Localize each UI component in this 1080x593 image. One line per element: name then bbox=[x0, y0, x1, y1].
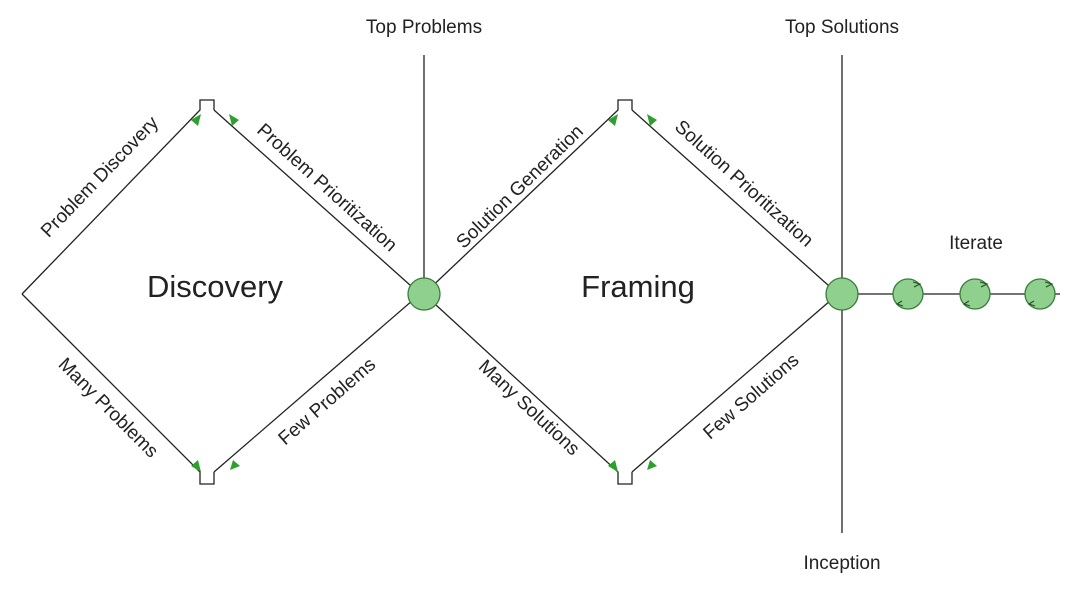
arrow-icon bbox=[191, 460, 201, 472]
iterate-label: Iterate bbox=[949, 233, 1003, 254]
many-solutions-label: Many Solutions bbox=[474, 356, 583, 460]
arrow-icon bbox=[647, 114, 657, 126]
framing-phase-label: Framing bbox=[581, 269, 695, 304]
solution-prioritization-label: Solution Prioritization bbox=[670, 116, 817, 251]
arrowheads bbox=[191, 114, 657, 472]
iteration-loop-2 bbox=[959, 278, 991, 310]
arrow-icon bbox=[191, 114, 201, 126]
framing-diamond bbox=[423, 99, 839, 485]
problem-discovery-label: Problem Discovery bbox=[37, 112, 163, 242]
few-problems-edge bbox=[213, 293, 421, 473]
iteration-loop-1 bbox=[892, 278, 924, 310]
few-problems-label: Few Problems bbox=[275, 354, 380, 450]
top-problems-label: Top Problems bbox=[366, 17, 482, 38]
few-solutions-edge bbox=[631, 293, 839, 473]
loop-arrow-icon bbox=[912, 281, 922, 288]
problem-prioritization-edge bbox=[213, 109, 421, 295]
iteration-loop-3 bbox=[1024, 278, 1056, 310]
solution-generation-edge bbox=[423, 99, 633, 295]
arrow-icon bbox=[647, 460, 657, 470]
few-solutions-label: Few Solutions bbox=[699, 350, 803, 444]
loop-arrow-icon bbox=[962, 300, 971, 307]
loop-arrow-icon bbox=[1027, 300, 1036, 307]
discovery-diamond bbox=[21, 99, 421, 485]
loop-arrow-icon bbox=[1044, 281, 1054, 288]
solution-generation-label: Solution Generation bbox=[452, 121, 587, 253]
discovery-phase-label: Discovery bbox=[147, 269, 284, 304]
inception-label: Inception bbox=[803, 553, 880, 574]
arrow-icon bbox=[608, 114, 618, 126]
loop-arrow-icon bbox=[895, 300, 904, 307]
arrow-icon bbox=[608, 460, 618, 472]
arrow-icon bbox=[230, 460, 240, 470]
problem-discovery-edge bbox=[21, 99, 215, 295]
problem-prioritization-label: Problem Prioritization bbox=[253, 120, 401, 256]
top-problems-node bbox=[407, 277, 441, 311]
many-solutions-edge bbox=[423, 293, 633, 485]
top-solutions-label: Top Solutions bbox=[785, 17, 899, 38]
arrow-icon bbox=[229, 114, 239, 126]
solution-prioritization-edge bbox=[631, 109, 839, 295]
many-problems-label: Many Problems bbox=[54, 354, 162, 462]
inception-node bbox=[825, 277, 859, 311]
loop-arrow-icon bbox=[979, 281, 989, 288]
many-problems-edge bbox=[21, 293, 215, 485]
